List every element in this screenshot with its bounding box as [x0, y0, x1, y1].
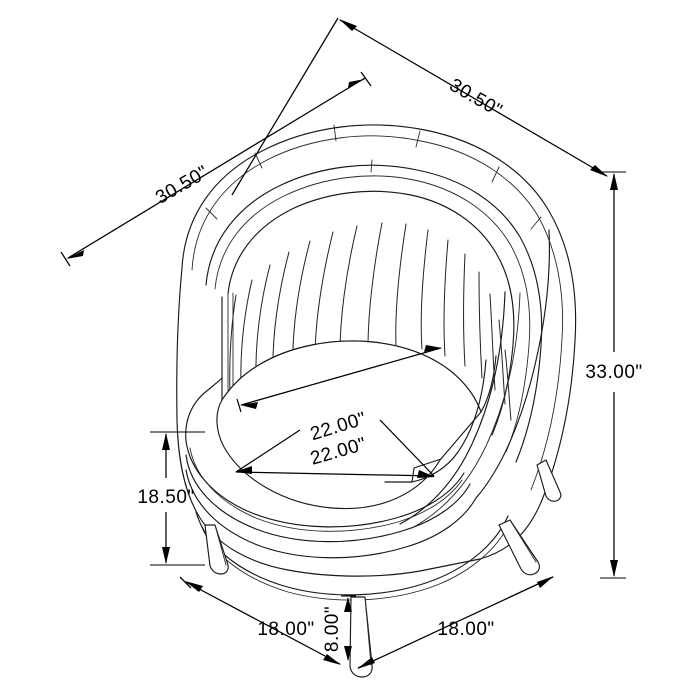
- seat-left-corner: [185, 377, 223, 442]
- tuft-line: [463, 253, 466, 367]
- dimension-line: [235, 429, 301, 473]
- tuft-line: [420, 229, 429, 350]
- seat-front-band: [189, 447, 463, 532]
- arrowhead: [185, 581, 203, 592]
- chair-shell-inner-edge: [191, 135, 564, 491]
- tuft-line: [395, 223, 407, 347]
- dimension-line: [67, 77, 366, 259]
- dimension-base-left: 18.00": [179, 576, 341, 665]
- extension-line: [231, 17, 339, 196]
- chair-legs: [204, 459, 562, 678]
- arrowhead: [424, 345, 442, 352]
- arrowhead: [610, 173, 618, 190]
- arrowhead: [162, 433, 170, 450]
- dimension-seat-height: 18.50": [137, 431, 205, 566]
- dimension-label-base-right: 18.00": [437, 619, 494, 640]
- tuft-line: [240, 279, 253, 389]
- dimension-base-right: 18.00": [357, 576, 554, 669]
- dimension-leg-height: 8.00": [322, 595, 356, 661]
- arrowhead: [610, 560, 618, 577]
- arrowhead: [357, 657, 375, 669]
- backrest-opening-rim-inner: [214, 175, 531, 453]
- dimension-tick: [236, 398, 242, 413]
- dimension-line: [339, 19, 608, 177]
- arm-right-outer-curve2: [411, 292, 521, 529]
- arrowhead: [240, 402, 258, 409]
- dimension-height-right: 33.00": [585, 171, 642, 579]
- chair-illustration: [176, 124, 577, 678]
- arrowhead: [348, 79, 365, 88]
- dimension-label-seat-height: 18.50": [137, 487, 194, 508]
- arrowhead: [235, 466, 252, 474]
- tuft-line: [367, 222, 383, 349]
- tuft-line: [443, 239, 449, 357]
- arrowhead: [323, 654, 341, 665]
- arrowhead: [162, 547, 170, 564]
- dimension-line: [235, 471, 435, 477]
- dimension-label-width-right: 30.50": [446, 75, 506, 122]
- dimension-label-height-right: 33.00": [585, 362, 642, 383]
- back-cushion-panel: [227, 190, 515, 436]
- dimension-tick: [360, 71, 372, 87]
- arm-right-outer-curve: [399, 291, 506, 525]
- dimension-line: [379, 419, 435, 477]
- arrowhead: [590, 165, 608, 177]
- dimension-label-base-left: 18.00": [257, 619, 314, 640]
- seat-base-band-bottom: [185, 469, 477, 559]
- seat-base-band-top: [185, 454, 471, 543]
- dimension-tick: [179, 576, 192, 589]
- arrowhead: [537, 576, 554, 588]
- arrowhead: [417, 470, 435, 478]
- leg-back-right: [536, 459, 562, 502]
- arrowhead: [344, 646, 352, 661]
- dimension-tick: [60, 251, 71, 267]
- dimension-line: [357, 576, 554, 669]
- arrowhead: [339, 19, 357, 31]
- back-right-inner-wall: [480, 355, 497, 413]
- leg-front-right: [498, 519, 540, 576]
- leg-front-left: [204, 524, 229, 575]
- dimension-line: [240, 347, 442, 406]
- tuft-line: [478, 271, 483, 379]
- tuft-line: [229, 294, 237, 396]
- dimension-label-leg-height: 8.00": [322, 606, 343, 652]
- tuft-line: [489, 293, 496, 391]
- arrowhead: [66, 250, 84, 259]
- tuft-line: [504, 349, 512, 421]
- backrest-opening-rim: [205, 164, 543, 463]
- arrowhead: [344, 597, 352, 612]
- seat-cushion-top: [216, 340, 482, 510]
- arm-right-shell-sweep: [475, 229, 550, 499]
- base-plinth-top: [195, 511, 509, 596]
- dimension-line: [185, 581, 341, 665]
